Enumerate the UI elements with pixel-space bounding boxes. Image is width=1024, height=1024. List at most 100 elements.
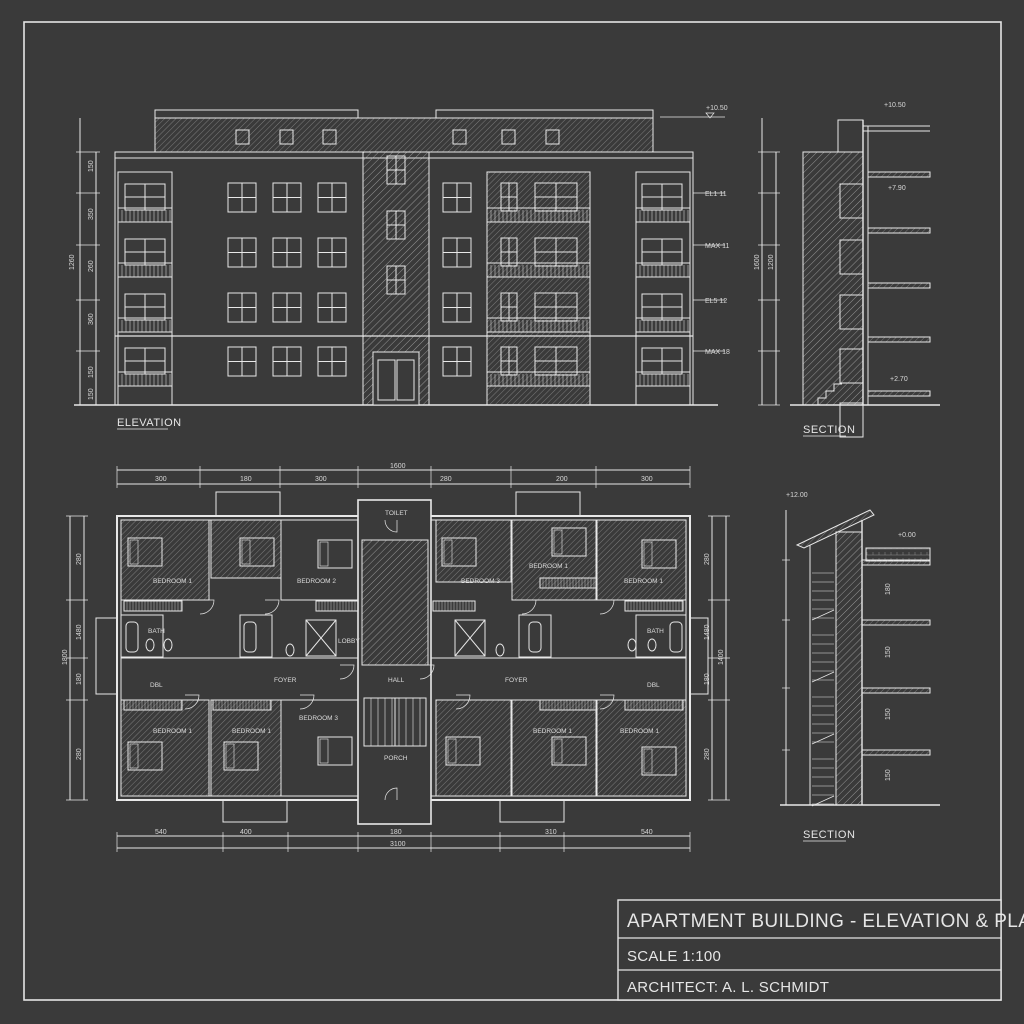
- plan-bottom-dim-0: 540: [155, 829, 167, 836]
- shaft: [454, 619, 486, 657]
- section-bottom-dim-1: 150: [885, 646, 892, 658]
- plan-room-labels: TOILET BEDROOM 1 BEDROOM 2 BEDROOM 3 BED…: [148, 510, 664, 762]
- plan-bottom-dim-2: 180: [390, 829, 402, 836]
- floor-slab: [867, 282, 931, 289]
- plan-top-dim-4: 200: [556, 476, 568, 483]
- hatched-room: [120, 519, 210, 601]
- room-bedroom-1e: BEDROOM 1: [232, 728, 271, 735]
- plan-bottom-dim-1: 400: [240, 829, 252, 836]
- elevation-overall-height: 1260: [69, 254, 76, 270]
- attic-window: [501, 129, 516, 145]
- balcony-railing: [635, 262, 691, 278]
- elevation-vdim-2: 260: [88, 260, 95, 272]
- toilet-fixture: [163, 638, 173, 652]
- section-top-height-2: 1200: [768, 254, 775, 270]
- room-bedroom-1g: BEDROOM 1: [620, 728, 659, 735]
- sheet-border: [23, 21, 1002, 1001]
- plan-right-dim-1: 1480: [704, 624, 711, 640]
- attic-window: [279, 129, 294, 145]
- door-swing: [599, 599, 615, 615]
- floor-slab: [867, 171, 931, 178]
- section-bottom-label: SECTION: [803, 829, 855, 841]
- elevation-vdim-4: 150: [88, 366, 95, 378]
- room-foyer-left: FOYER: [274, 677, 297, 684]
- plan-bottom-dim-3: 310: [545, 829, 557, 836]
- plan-overall-bottom: 3100: [390, 841, 406, 848]
- hatched-room: [435, 699, 512, 797]
- toilet-door: [384, 519, 398, 533]
- plan-top-dim-5: 300: [641, 476, 653, 483]
- wardrobe: [212, 699, 272, 711]
- wardrobe: [624, 699, 684, 711]
- section-top-height-1: 1600: [754, 254, 761, 270]
- title-block: APARTMENT BUILDING - ELEVATION & PLANS S…: [617, 899, 1024, 1001]
- balcony-railing: [117, 317, 173, 333]
- balcony-railing: [117, 207, 173, 223]
- plan-right-dim-3: 280: [704, 748, 711, 760]
- wardrobe: [624, 600, 684, 612]
- bed: [317, 736, 353, 766]
- room-porch: PORCH: [384, 755, 408, 762]
- attic-window: [235, 129, 250, 145]
- bathroom: [518, 614, 552, 658]
- balcony-railing: [635, 207, 691, 223]
- shaft: [305, 619, 337, 657]
- section-top-label: SECTION: [803, 424, 855, 436]
- door-swing: [599, 694, 615, 710]
- room-lobby: LOBBY: [338, 638, 360, 645]
- floor-slab: [861, 619, 931, 626]
- bed: [441, 537, 477, 567]
- bed: [239, 537, 275, 567]
- door-swing: [455, 694, 471, 710]
- attic-window: [452, 129, 467, 145]
- toilet-fixture: [495, 643, 505, 657]
- plan-bottom-dim-4: 540: [641, 829, 653, 836]
- room-dbl-right: DBL: [647, 682, 660, 689]
- balcony-railing: [486, 207, 591, 223]
- balcony-railing: [486, 262, 591, 278]
- balcony-railing: [117, 371, 173, 387]
- door-swing: [419, 664, 435, 680]
- toilet-fixture: [145, 638, 155, 652]
- toilet-fixture: [647, 638, 657, 652]
- floor-slab: [861, 687, 931, 694]
- title-block-scale: SCALE 1:100: [627, 948, 721, 965]
- stair-flight: [811, 609, 835, 621]
- bathroom: [239, 614, 273, 658]
- floor-slab: [867, 227, 931, 234]
- room-foyer-right: FOYER: [505, 677, 528, 684]
- level-mark-1: EL1 11: [705, 191, 727, 198]
- elevation-level-marks: EL1 11 MAX 11 EL5 12 MAX 18: [693, 191, 730, 356]
- attic-window: [322, 129, 337, 145]
- bathtub: [125, 621, 139, 653]
- bed: [317, 539, 353, 569]
- section-bottom-dim-2: 150: [885, 708, 892, 720]
- floor-slab: [867, 390, 931, 397]
- plan-right-dim-0: 280: [704, 553, 711, 565]
- hatched-room: [120, 699, 210, 797]
- bathtub: [669, 621, 683, 653]
- room-bedroom-3b: BEDROOM 3: [299, 715, 338, 722]
- room-toilet: TOILET: [385, 510, 408, 517]
- balcony-railing: [486, 317, 591, 333]
- floor-plan: [66, 466, 730, 852]
- toilet-fixture: [285, 643, 295, 657]
- plan-top-dim-2: 300: [315, 476, 327, 483]
- wardrobe: [539, 577, 597, 589]
- door-swing: [199, 599, 215, 615]
- hatched-room: [435, 519, 512, 583]
- room-bedroom-2: BEDROOM 2: [297, 578, 336, 585]
- balcony-railing: [635, 317, 691, 333]
- bed: [127, 537, 163, 567]
- plan-left-overall: 1800: [62, 649, 69, 665]
- section-bottom-mark-floor: +0.00: [898, 532, 916, 539]
- plan-left-dim-2: 180: [76, 673, 83, 685]
- room-bath-left: BATH: [148, 628, 165, 635]
- toilet-fixture: [627, 638, 637, 652]
- plan-left-dim-3: 280: [76, 748, 83, 760]
- door-swing: [299, 694, 315, 710]
- elevation-vdim-3: 360: [88, 313, 95, 325]
- wardrobe: [539, 699, 597, 711]
- door-swing: [339, 664, 355, 680]
